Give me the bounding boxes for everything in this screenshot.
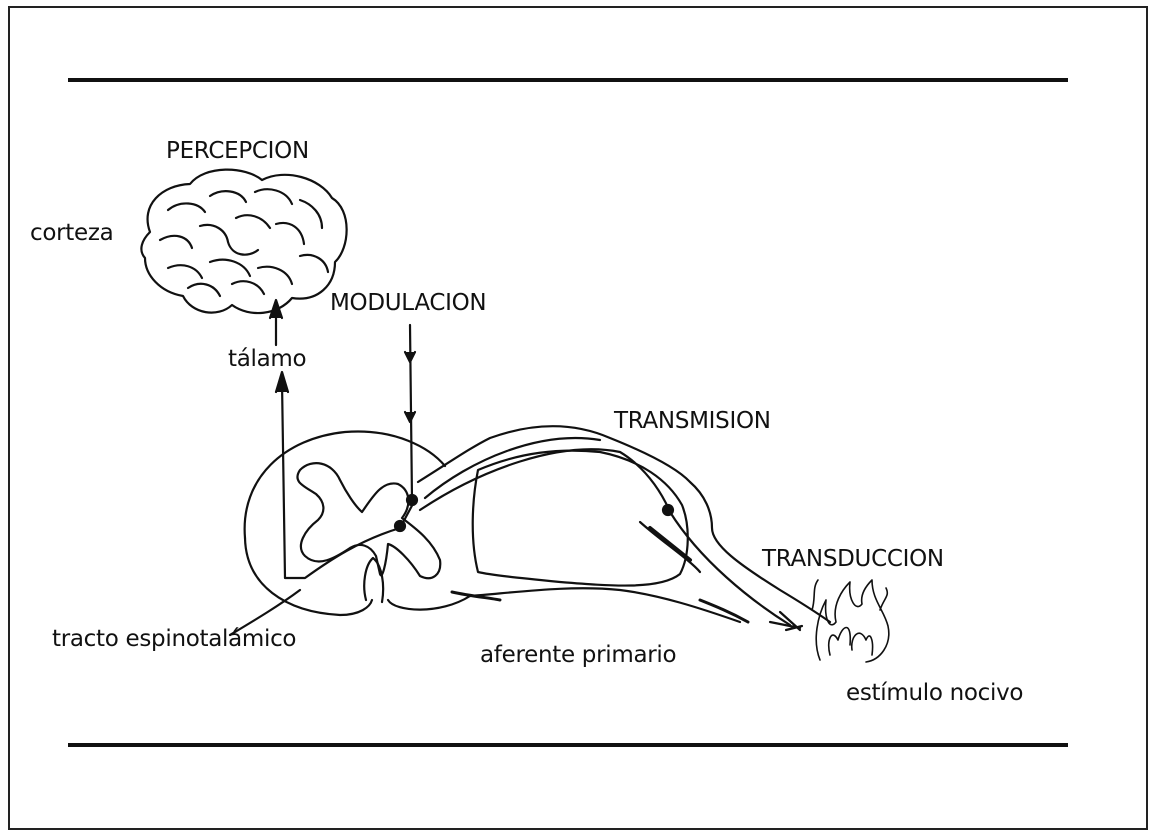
modulation-pathway: [405, 325, 415, 500]
modulation-synapse-dot: [407, 495, 417, 505]
label-percepcion: PERCEPCION: [166, 138, 309, 164]
ganglion-cell-dot: [663, 505, 673, 515]
dorsal-horn-synapse-dot: [395, 521, 405, 531]
label-corteza: corteza: [30, 220, 113, 246]
spinal-cord-drawing: [245, 431, 470, 615]
noxious-stimulus-flame: [812, 580, 889, 662]
label-aferente-primario: aferente primario: [480, 642, 676, 668]
nerve-and-ganglion-drawing: [418, 426, 830, 630]
label-tracto-espinotalamico: tracto espinotalámico: [52, 626, 296, 652]
label-transduccion: TRANSDUCCION: [762, 546, 944, 572]
label-transmision: TRANSMISION: [614, 408, 771, 434]
label-estimulo-nocivo: estímulo nocivo: [846, 680, 1023, 706]
brain-drawing: [141, 170, 346, 313]
label-talamo: tálamo: [228, 346, 306, 372]
label-modulacion: MODULACION: [330, 290, 486, 316]
